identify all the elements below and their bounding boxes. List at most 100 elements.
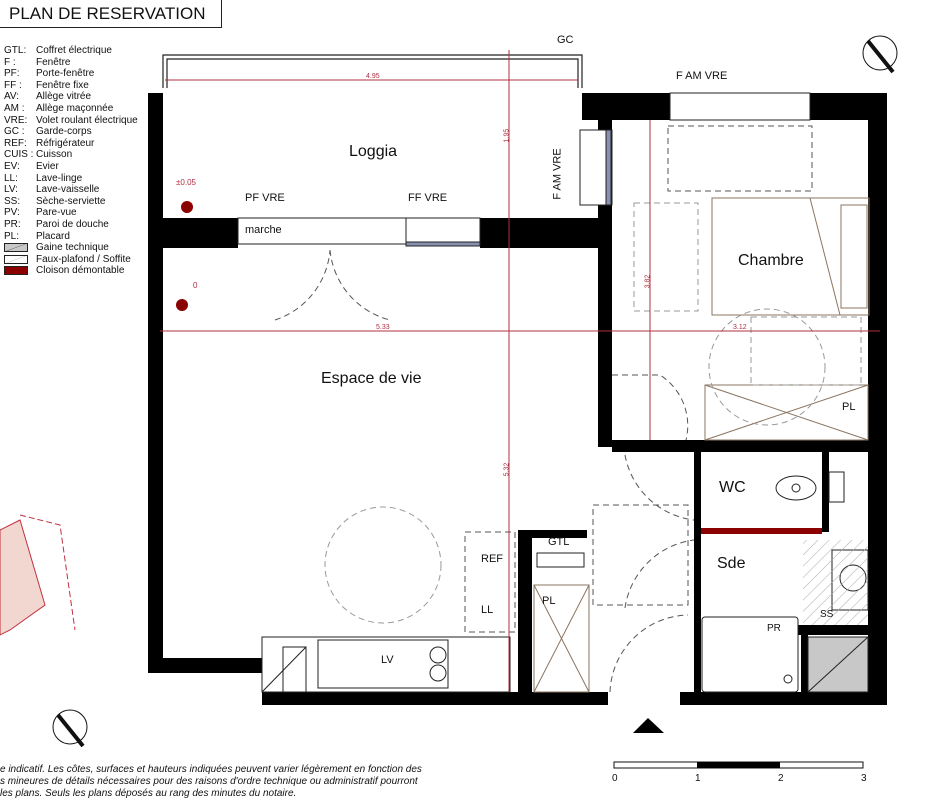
legend-item: VRE: Volet roulant électrique xyxy=(4,115,138,127)
legend-label: Cloison démontable xyxy=(36,265,125,277)
legend-item: AV: Allège vitrée xyxy=(4,91,138,103)
legend-code: GC : xyxy=(4,126,25,138)
level-loggia: ±0.05 xyxy=(176,178,196,187)
legend-label: Placard xyxy=(36,230,70,242)
label-gtl: GTL xyxy=(548,536,570,548)
legend-label: Coffret électrique xyxy=(36,45,112,56)
scale-label: 2 xyxy=(778,773,784,784)
disclaimer-note: e indicatif. Les côtes, surfaces et haut… xyxy=(0,764,422,800)
legend-item: LL: Lave-linge xyxy=(4,173,138,185)
label-ref: REF xyxy=(481,553,503,565)
label-marche: marche xyxy=(245,224,282,236)
legend-label: Fenêtre fixe xyxy=(36,79,89,91)
north-compass-icon xyxy=(52,35,898,748)
legend-item: GTL: Coffret électrique xyxy=(4,45,138,57)
legend-label: Garde-corps xyxy=(36,126,92,138)
legend-code: LV: xyxy=(4,184,18,196)
legend-item: PL: Placard xyxy=(4,231,138,243)
legend-label: Lave-linge xyxy=(36,172,83,184)
removable-partition xyxy=(701,528,822,534)
guardrail xyxy=(162,54,583,88)
level-marker-icon xyxy=(176,201,193,311)
legend-label: Lave-vaisselle xyxy=(36,184,100,196)
dim-living-depth: 5.32 xyxy=(503,462,511,477)
legend-code: F : xyxy=(4,56,16,68)
scale-label: 3 xyxy=(861,773,867,784)
legend-item: F : Fenêtre xyxy=(4,57,138,69)
legend-code: FF : xyxy=(4,79,22,91)
entrance-arrow-icon xyxy=(633,718,664,733)
legend-label: Allège vitrée xyxy=(36,91,92,103)
legend-item: REF: Réfrigérateur xyxy=(4,138,138,150)
legend-code: PL: xyxy=(4,230,20,242)
legend-item: SS: Sèche-serviette xyxy=(4,196,138,208)
legend-label: Réfrigérateur xyxy=(36,137,95,149)
note-line: les plans. Seuls les plans déposés au ra… xyxy=(0,788,297,799)
label-gc: GC xyxy=(557,34,574,46)
legend-label: Volet roulant électrique xyxy=(36,114,138,126)
scale-label: 1 xyxy=(695,773,701,784)
legend-label: Fenêtre xyxy=(36,56,71,68)
page-title: PLAN DE RESERVATION xyxy=(0,0,222,28)
label-ll: LL xyxy=(481,604,494,616)
room-loggia: Loggia xyxy=(349,143,398,160)
label-ss: SS xyxy=(820,609,834,620)
legend-code: PV: xyxy=(4,207,20,219)
label-ff-vre: FF VRE xyxy=(408,192,448,204)
furniture xyxy=(533,197,870,693)
legend-item: EV: Evier xyxy=(4,161,138,173)
legend-item: PV: Pare-vue xyxy=(4,207,138,219)
label-pl-entry: PL xyxy=(542,595,556,607)
soffite-swatch-icon xyxy=(4,254,28,264)
label-lv: LV xyxy=(381,654,394,666)
label-pr: PR xyxy=(767,623,781,634)
room-living: Espace de vie xyxy=(321,370,422,387)
dashed-outlines xyxy=(274,125,862,693)
legend-label: Porte-fenêtre xyxy=(36,68,95,80)
legend-code: CUIS : xyxy=(4,149,34,161)
cloison-swatch-icon xyxy=(4,266,28,276)
technical-shaft xyxy=(803,540,868,625)
note-line: s mineures de détails nécessaires pour d… xyxy=(0,776,418,787)
legend-label: Gaine technique xyxy=(36,242,109,254)
legend-code: AV: xyxy=(4,91,20,103)
legend-item: FF : Fenêtre fixe xyxy=(4,80,138,92)
legend-code: PR: xyxy=(4,218,21,230)
legend-code: VRE: xyxy=(4,114,28,126)
fixtures xyxy=(261,471,869,693)
legend-swatch-gaine: Gaine technique xyxy=(4,242,138,254)
entry-closet xyxy=(533,584,590,693)
walls xyxy=(148,93,887,705)
dim-loggia-width: 4.95 xyxy=(366,73,380,80)
legend-label: Pare-vue xyxy=(36,207,77,219)
legend-code: SS: xyxy=(4,195,21,207)
legend-swatch-cloison: Cloison démontable xyxy=(4,265,138,277)
legend-code: AM : xyxy=(4,102,25,114)
legend-label: Paroi de douche xyxy=(36,218,109,230)
gaine-swatch-icon xyxy=(4,243,28,253)
bed xyxy=(711,197,870,316)
legend-label: Faux-plafond / Soffite xyxy=(36,253,131,265)
legend-code: LL: xyxy=(4,172,18,184)
legend-item: AM :Allège maçonnée xyxy=(4,103,138,115)
legend-code: GTL: xyxy=(4,45,27,56)
dim-loggia-depth: 1.95 xyxy=(503,128,511,143)
windows xyxy=(237,92,811,247)
legend-label: Evier xyxy=(36,160,59,172)
dim-bedroom-depth: 3.82 xyxy=(644,274,652,289)
room-bathroom: Sde xyxy=(717,555,746,572)
label-pl-bedroom: PL xyxy=(842,401,856,413)
scale-label: 0 xyxy=(612,773,618,784)
note-line: e indicatif. Les côtes, surfaces et haut… xyxy=(0,764,422,775)
neighbour-outline xyxy=(0,514,76,636)
legend-code: EV: xyxy=(4,160,20,172)
dim-bedroom-width: 3.12 xyxy=(733,324,747,331)
legend-item: GC : Garde-corps xyxy=(4,126,138,138)
legend-item: CUIS :Cuisson xyxy=(4,149,138,161)
legend-label: Sèche-serviette xyxy=(36,195,106,207)
legend-code: PF: xyxy=(4,68,20,80)
legend-code: REF: xyxy=(4,137,27,149)
